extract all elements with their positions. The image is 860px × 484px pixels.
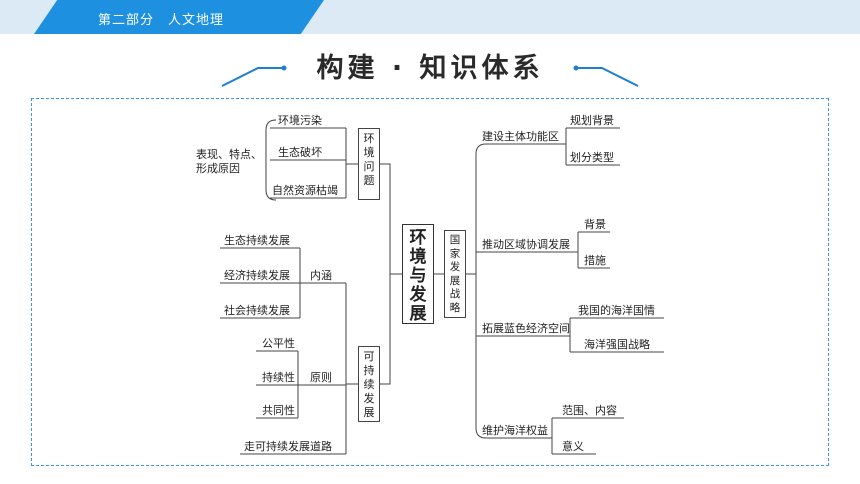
principle-commonality: 共同性	[262, 404, 295, 417]
diagram-frame	[31, 98, 829, 466]
sub-background: 背景	[584, 218, 606, 231]
sub-measures: 措施	[584, 254, 606, 267]
branch-regional-coordination: 推动区域协调发展	[482, 238, 570, 251]
env-aspect-line1: 表现、特点、	[196, 148, 262, 161]
sub-significance: 意义	[562, 440, 584, 453]
env-item-pollution: 环境污染	[278, 114, 322, 127]
principle-fairness: 公平性	[262, 337, 295, 350]
env-item-resource-depletion: 自然资源枯竭	[272, 184, 338, 197]
section-tab	[34, 0, 324, 34]
section-title: 第二部分 人文地理	[98, 13, 225, 28]
sub-planning-background: 规划背景	[570, 114, 614, 127]
env-aspect-line2: 形成原因	[196, 162, 240, 175]
sub-maritime-power-strategy: 海洋强国战略	[584, 338, 650, 351]
env-problem-box: 环境问题	[358, 128, 380, 200]
banner-title: 构建 · 知识体系	[316, 53, 544, 84]
sub-division-types: 划分类型	[570, 151, 614, 164]
connotation-label: 内涵	[310, 269, 332, 282]
sustainable-road: 走可持续发展道路	[244, 440, 332, 453]
branch-maritime-rights: 维护海洋权益	[482, 424, 548, 437]
principle-sustainability: 持续性	[262, 371, 295, 384]
sub-scope-content: 范围、内容	[562, 404, 617, 417]
national-strategy-box: 国家发展战略	[444, 230, 466, 318]
branch-blue-economy: 拓展蓝色经济空间	[482, 322, 570, 335]
title-decoration	[221, 65, 639, 87]
sustainable-box: 可持续发展	[358, 346, 380, 422]
connotation-social: 社会持续发展	[224, 304, 290, 317]
branch-main-function-zone: 建设主体功能区	[482, 130, 559, 143]
principle-label: 原则	[310, 371, 332, 384]
connotation-ecological: 生态持续发展	[224, 234, 290, 247]
sub-ocean-national-condition: 我国的海洋国情	[578, 304, 655, 317]
env-item-ecological-damage: 生态破坏	[278, 146, 322, 159]
center-node-environment-development: 环境与发展	[402, 224, 434, 324]
connotation-economic: 经济持续发展	[224, 269, 290, 282]
